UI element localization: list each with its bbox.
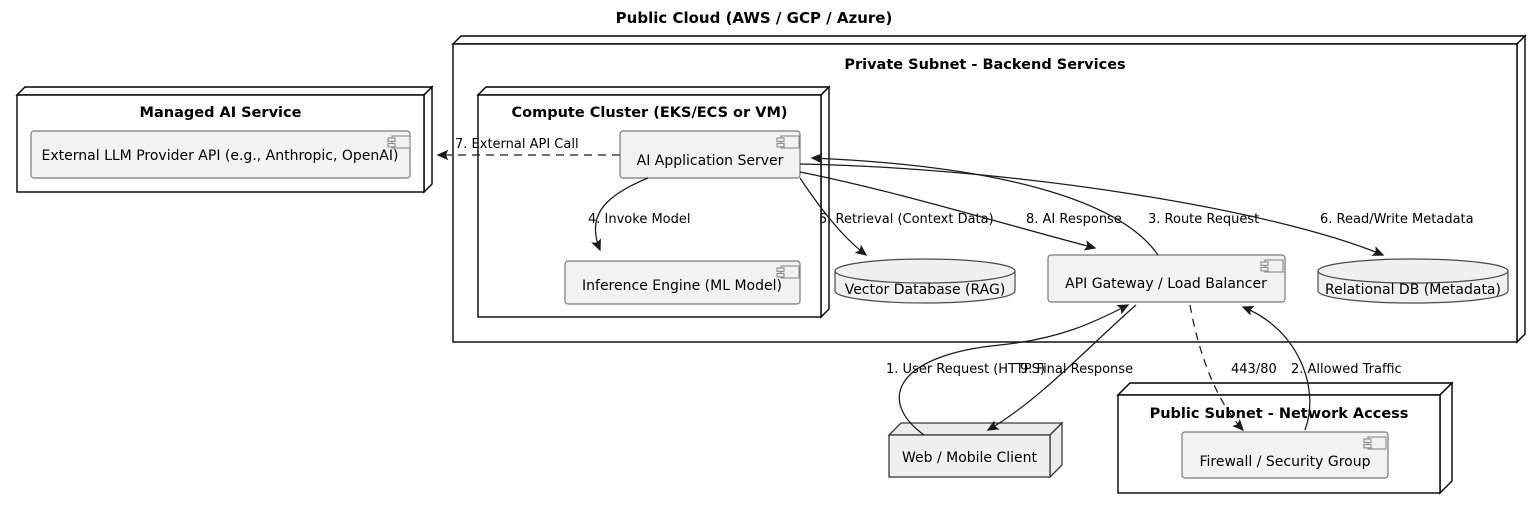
edge-7-external-api-call: 7. External API Call [438,137,620,155]
firewall-security-group-label: Firewall / Security Group [1200,454,1371,470]
edge-label-9: 9. Final Response [1020,362,1133,377]
edge-label-5: 5. Retrieval (Context Data) [819,212,994,227]
component-inference-engine[interactable]: Inference Engine (ML Model) [564,260,801,305]
web-mobile-client-label: Web / Mobile Client [902,450,1038,466]
public-subnet-title: Public Subnet - Network Access [1150,406,1409,422]
edge-5-retrieval-context-data: 5. Retrieval (Context Data) [799,177,994,255]
edge-label-4: 4. Invoke Model [588,212,690,227]
relational-db-label: Relational DB (Metadata) [1325,282,1501,298]
private-subnet-title: Private Subnet - Backend Services [844,57,1125,73]
node-compute-cluster: Compute Cluster (EKS/ECS or VM) AI Appli… [476,85,831,319]
edge-443-80: 443/80 [1189,304,1277,430]
managed-ai-service-title: Managed AI Service [140,105,302,121]
database-relational-db[interactable]: Relational DB (Metadata) [1317,258,1509,304]
node-public-subnet: Public Subnet - Network Access Firewall … [1116,381,1454,495]
component-external-llm-provider-api[interactable]: External LLM Provider API (e.g., Anthrop… [30,130,411,179]
edge-8-ai-response: 8. AI Response [799,171,1122,248]
edge-label-1: 1. User Request (HTTPS) [886,362,1045,377]
external-llm-provider-api-label: External LLM Provider API (e.g., Anthrop… [42,148,399,164]
edge-label-443-80: 443/80 [1231,362,1277,377]
node-web-mobile-client[interactable]: Web / Mobile Client [887,421,1064,479]
component-api-gateway[interactable]: API Gateway / Load Balancer [1047,254,1286,303]
edge-6-read-write-metadata: 6. Read/Write Metadata [799,163,1474,255]
compute-cluster-title: Compute Cluster (EKS/ECS or VM) [511,105,787,121]
api-gateway-label: API Gateway / Load Balancer [1065,276,1267,292]
edge-label-7: 7. External API Call [455,137,579,152]
database-vector-database[interactable]: Vector Database (RAG) [834,258,1016,304]
edge-1-user-request-https: 1. User Request (HTTPS) [886,305,1128,436]
ai-application-server-label: AI Application Server [637,153,784,169]
component-icon [1260,259,1284,273]
edge-label-2: 2. Allowed Traffic [1291,362,1402,377]
edge-2-allowed-traffic: 2. Allowed Traffic [1243,307,1402,431]
component-firewall-security-group[interactable]: Firewall / Security Group [1181,431,1389,479]
vector-database-label: Vector Database (RAG) [845,282,1006,298]
edge-label-6: 6. Read/Write Metadata [1320,212,1474,227]
edge-9-final-response: 9. Final Response [988,304,1137,430]
component-icon [776,265,800,279]
edge-3-route-request: 3. Route Request [812,158,1259,256]
inference-engine-label: Inference Engine (ML Model) [582,278,782,294]
edge-4-invoke-model: 4. Invoke Model [588,177,690,250]
edge-label-3: 3. Route Request [1148,212,1259,227]
edge-label-8: 8. AI Response [1026,212,1122,227]
component-icon [776,135,800,149]
node-managed-ai-service: Managed AI Service External LLM Provider… [15,85,434,194]
cloud-title: Public Cloud (AWS / GCP / Azure) [616,9,893,27]
component-icon [1363,436,1387,450]
component-icon [387,135,411,149]
component-ai-application-server[interactable]: AI Application Server [619,130,801,179]
